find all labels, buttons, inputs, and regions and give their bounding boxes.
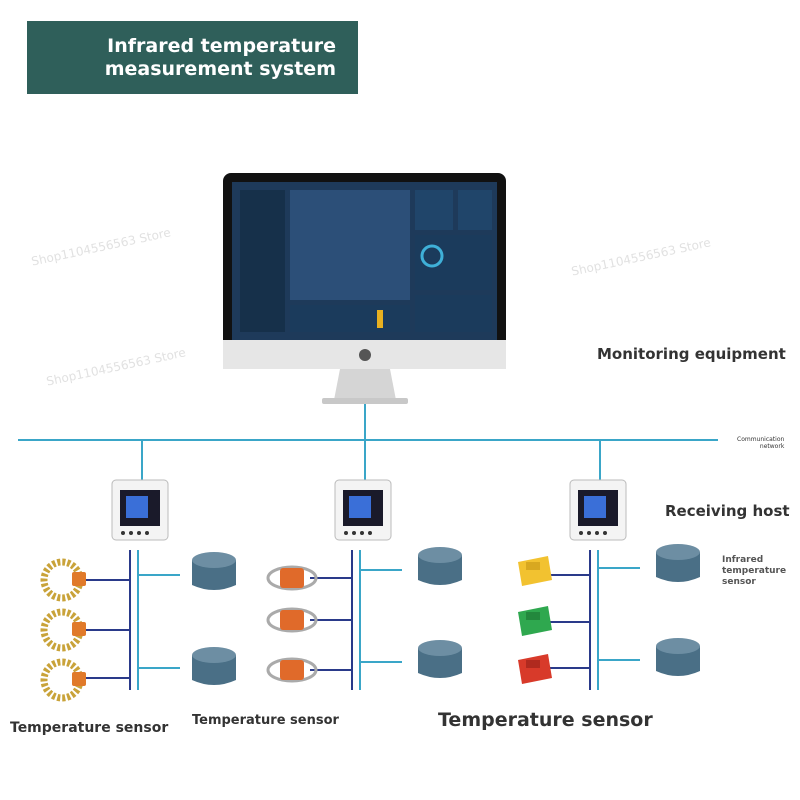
clip-sensor-green: [518, 606, 552, 636]
infrared-sensor-3b: [656, 638, 700, 676]
infrared-sensor-1b: [192, 647, 236, 685]
ring-sensor-gold-3: [40, 658, 86, 702]
strap-sensor-orange-1: [266, 565, 318, 591]
label-receiving-host: Receiving host: [665, 502, 790, 520]
label-communication-network: Communication network: [737, 436, 785, 450]
monitor-icon: [223, 173, 506, 404]
infrared-sensor-3a: [656, 544, 700, 582]
ring-sensor-gold-2: [40, 608, 86, 652]
label-infrared-sensor: Infrared temperature sensor: [722, 555, 787, 587]
infrared-sensor-1a: [192, 552, 236, 590]
strap-sensor-orange-2: [266, 607, 318, 633]
bus-group-1: [85, 550, 180, 690]
receiving-host-1: [111, 479, 169, 541]
strap-sensor-orange-3: [266, 657, 318, 683]
infrared-sensor-2a: [418, 547, 462, 585]
infrared-sensor-2b: [418, 640, 462, 678]
clip-sensor-red: [518, 654, 552, 684]
label-temperature-sensor-3: Temperature sensor: [438, 709, 653, 731]
ring-sensor-gold-1: [40, 558, 86, 602]
clip-sensor-yellow: [518, 556, 552, 586]
receiving-host-3: [569, 479, 627, 541]
bus-group-3: [550, 550, 640, 690]
receiving-host-2: [334, 479, 392, 541]
label-monitoring-equipment: Monitoring equipment: [597, 345, 786, 363]
label-temperature-sensor-2: Temperature sensor: [192, 713, 339, 728]
bus-group-2: [310, 550, 402, 690]
label-temperature-sensor-1: Temperature sensor: [10, 720, 169, 736]
